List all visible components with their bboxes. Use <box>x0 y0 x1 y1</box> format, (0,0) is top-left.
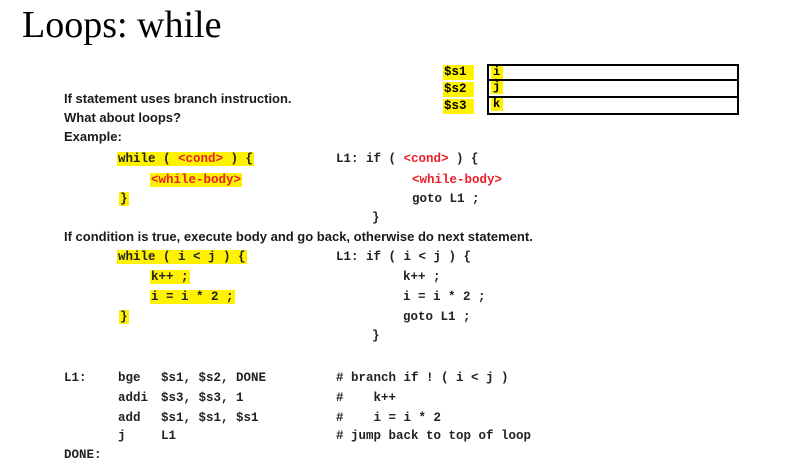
asm-comment: # i = i * 2 <box>336 411 442 425</box>
explanation-text: If condition is true, execute body and g… <box>64 229 533 244</box>
loop-statement: k++ ; <box>403 270 441 284</box>
if-header-concrete: L1: if ( i < j ) { <box>336 250 472 264</box>
intro-line: What about loops? <box>64 110 181 125</box>
code-text: while ( i < j ) { <box>117 250 247 264</box>
closing-brace: } <box>119 191 129 207</box>
loop-statement: i = i * 2 ; <box>150 289 235 305</box>
register-name: $s3 <box>443 99 474 114</box>
intro-line: If statement uses branch instruction. <box>64 91 292 106</box>
register-cell: k <box>487 98 739 115</box>
variable-name: i <box>491 66 503 79</box>
asm-comment: # branch if ! ( i < j ) <box>336 371 509 385</box>
goto-statement: goto L1 ; <box>412 192 480 206</box>
register-cell: j <box>487 81 739 98</box>
while-body-placeholder: <while-body> <box>412 173 503 187</box>
asm-opcode: j <box>118 429 126 443</box>
asm-operands: $s3, $s3, 1 <box>161 391 244 405</box>
register-cell: i <box>487 64 739 81</box>
closing-brace: } <box>372 329 380 343</box>
while-body-placeholder: <while-body> <box>150 172 243 188</box>
asm-opcode: add <box>118 411 141 425</box>
code-text: L1: if ( <box>336 152 404 166</box>
closing-brace: } <box>372 211 380 225</box>
asm-operands: $s1, $s2, DONE <box>161 371 267 385</box>
code-text: i = i * 2 ; <box>150 290 235 304</box>
register-name: $s2 <box>443 82 474 97</box>
code-text: } <box>119 310 129 324</box>
code-text: } <box>119 192 129 206</box>
register-name: $s1 <box>443 65 474 80</box>
asm-comment: # k++ <box>336 391 397 405</box>
asm-opcode: addi <box>118 391 149 405</box>
loop-label: L1: <box>64 371 87 385</box>
asm-operands: $s1, $s1, $s1 <box>161 411 259 425</box>
code-text: k++ ; <box>150 270 190 284</box>
code-text: ) { <box>448 152 479 166</box>
variable-name: k <box>491 98 503 111</box>
code-text: <while-body> <box>150 173 243 187</box>
done-label: DONE: <box>64 448 102 462</box>
asm-operands: L1 <box>161 429 177 443</box>
loop-statement: i = i * 2 ; <box>403 290 486 304</box>
page-title: Loops: while <box>22 4 222 46</box>
variable-name: j <box>491 81 503 94</box>
closing-brace: } <box>119 309 129 325</box>
while-header-concrete: while ( i < j ) { <box>117 249 247 265</box>
code-text: while ( <box>118 152 179 166</box>
asm-comment: # jump back to top of loop <box>336 429 532 443</box>
if-header-generic: L1: if ( <cond> ) { <box>336 151 479 167</box>
while-header-generic: while ( <cond> ) { <box>117 151 255 167</box>
goto-statement: goto L1 ; <box>403 310 471 324</box>
asm-opcode: bge <box>118 371 141 385</box>
intro-line: Example: <box>64 129 122 144</box>
loop-statement: k++ ; <box>150 269 190 285</box>
condition-placeholder: <cond> <box>178 152 224 166</box>
code-text: ) { <box>223 152 254 166</box>
condition-placeholder: <cond> <box>403 152 449 166</box>
